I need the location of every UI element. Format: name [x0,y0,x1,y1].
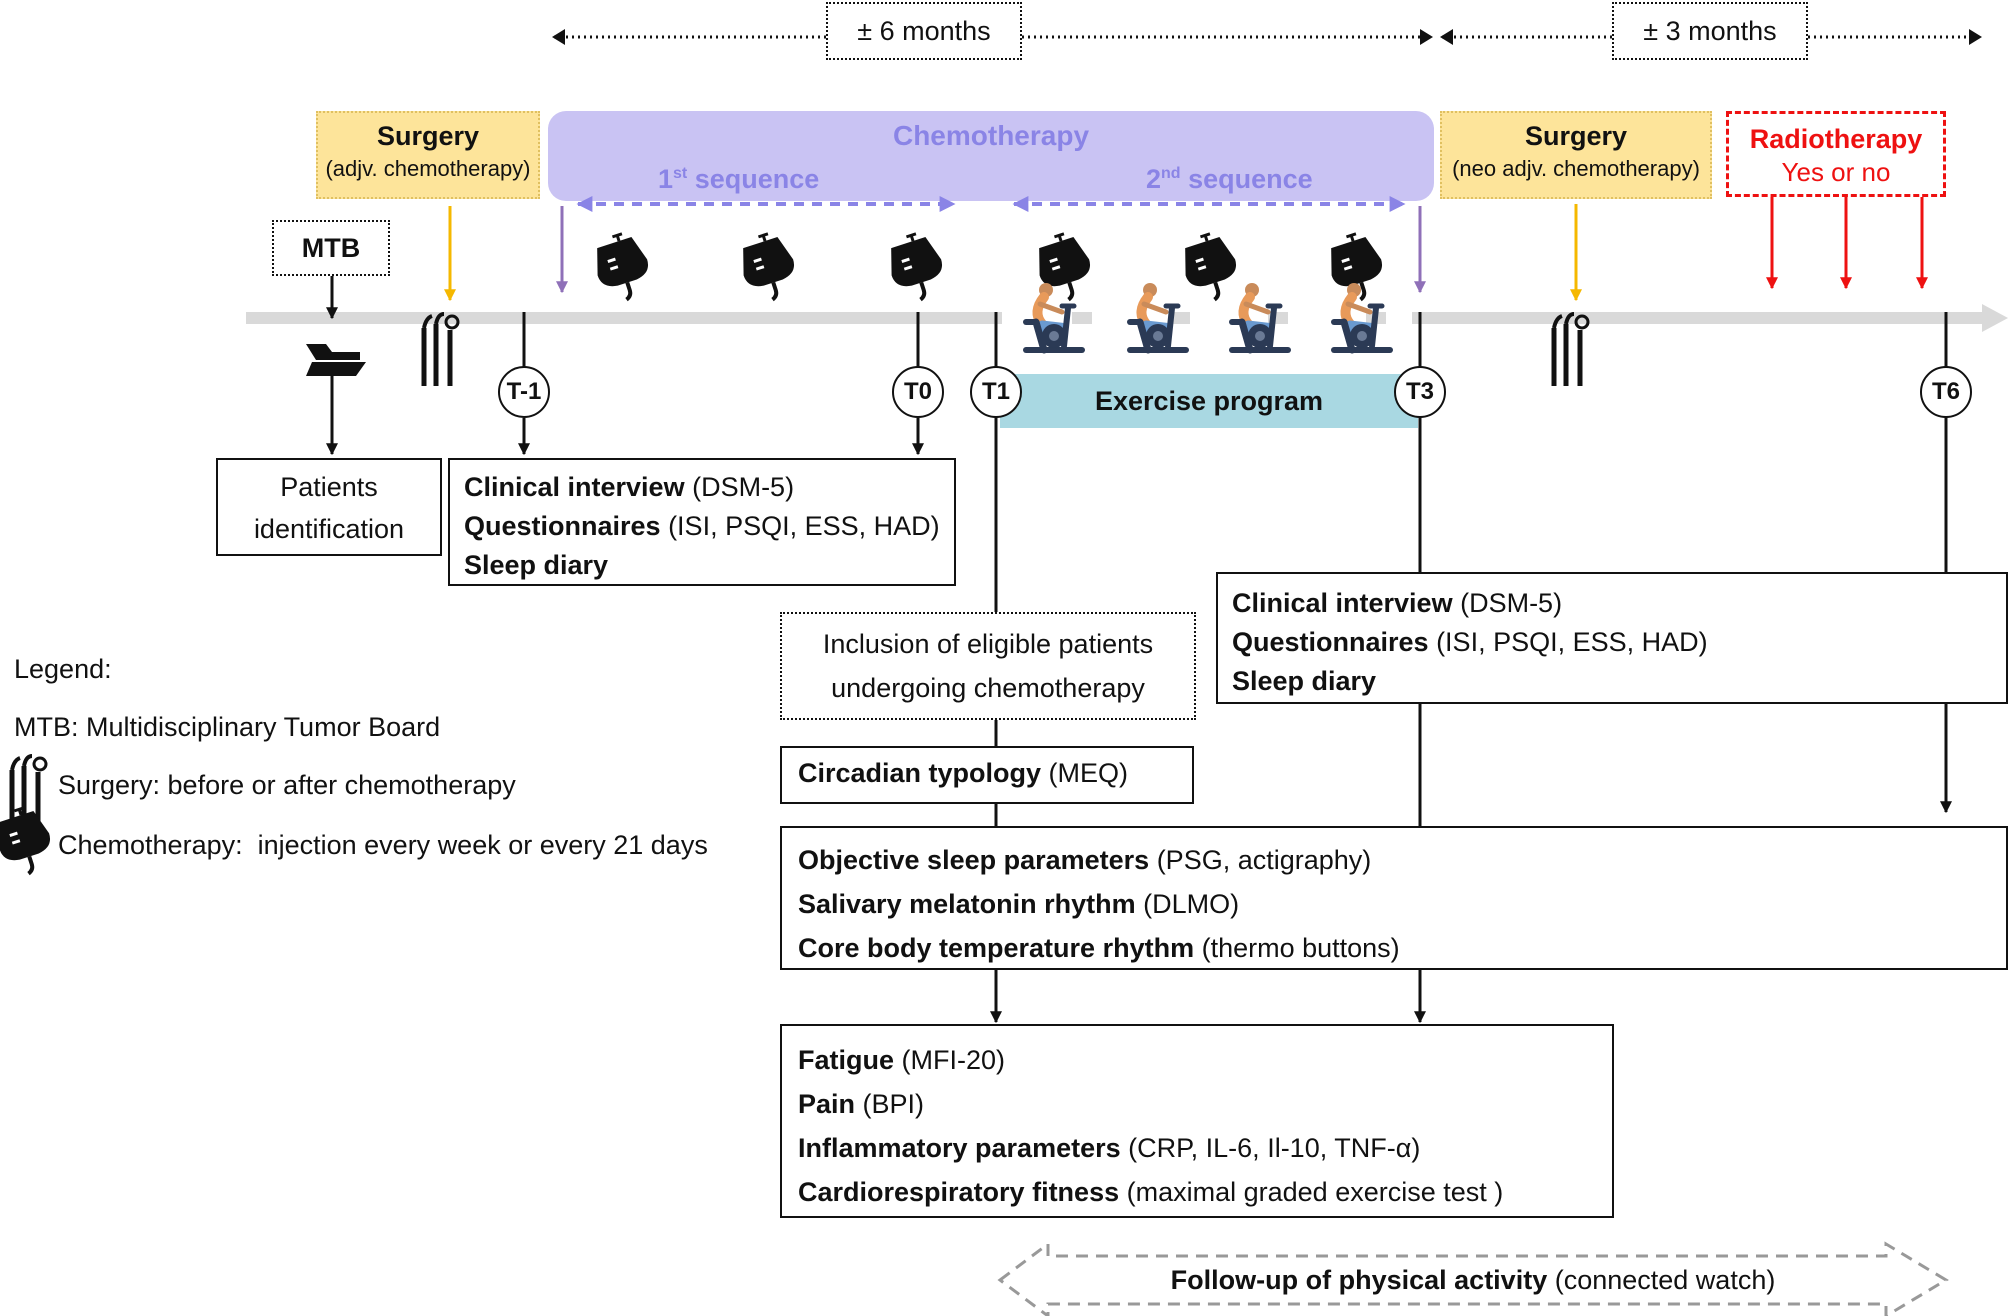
timepoint-t1: T1 [970,366,1022,418]
legend-surgery: Surgery: before or after chemotherapy [58,770,516,800]
objective-sleep-box: Objective sleep parameters (PSG, actigra… [780,826,2008,970]
radiotherapy-box: Radiotherapy Yes or no [1726,111,1946,197]
exercise-program-label: Exercise program [1094,385,1324,416]
surgery-adjuvant-box: Surgery (adjv. chemotherapy) [316,111,540,199]
chemo-bag-icon [1173,226,1247,308]
baseline-line-sleep-diary: Sleep diary [464,550,609,580]
three-months-label: ± 3 months [1612,2,1808,60]
physiological-outcomes-box: Fatigue (MFI-20) Pain (BPI) Inflammatory… [780,1024,1614,1218]
chemo-bag-icon [585,226,659,308]
outcome-line-fatigue: Fatigue (MFI-20) [798,1045,1006,1075]
folder-icon [306,344,366,376]
outcome-line-fitness: Cardiorespiratory fitness (maximal grade… [798,1177,1504,1207]
timepoint-t0: T0 [892,366,944,418]
six-months-label: ± 6 months [826,2,1022,60]
radiotherapy-sub: Yes or no [1781,157,1891,187]
objective-line-sleep: Objective sleep parameters (PSG, actigra… [798,845,1372,875]
patients-identification-line2: identification [253,514,405,544]
surgery-neoadjuvant-sub: (neo adjv. chemotherapy) [1452,156,1700,181]
radiotherapy-title: Radiotherapy [1749,124,1923,154]
chemo-bag-icon [731,226,805,308]
exercise-program-bar [1000,374,1418,428]
chemo-bag-icon [879,226,953,308]
surgery-adjuvant-title: Surgery [376,121,480,151]
followup-activity-label: Follow-up of physical activity (connecte… [1170,1264,1776,1295]
timeline-arrowhead [1982,304,2008,332]
surgical-tools-icon [424,314,458,386]
patients-identification-box: Patients identification [216,458,442,556]
objective-line-temperature: Core body temperature rhythm (thermo but… [798,933,1400,963]
outcome-line-pain: Pain (BPI) [798,1089,925,1119]
timepoint-t6: T6 [1920,366,1972,418]
objective-line-melatonin: Salivary melatonin rhythm (DLMO) [798,889,1240,919]
inclusion-line1: Inclusion of eligible patients [822,629,1154,659]
outcome-line-inflammatory: Inflammatory parameters (CRP, IL-6, Il-1… [798,1133,1421,1163]
legend-chemo: Chemotherapy: injection every week or ev… [58,830,708,860]
timepoint-t3: T3 [1394,366,1446,418]
patients-identification-line1: Patients [280,472,378,502]
inclusion-line2: undergoing chemotherapy [831,673,1145,703]
chemotherapy-banner [548,111,1434,201]
followup-line-sleep-diary: Sleep diary [1232,666,1377,696]
baseline-line-clinical: Clinical interview (DSM-5) [464,472,795,502]
surgical-tools-icon [1554,314,1588,386]
followup-line-questionnaires: Questionnaires (ISI, PSQI, ESS, HAD) [1232,627,1708,657]
chemo-sequence-2-label: 2nd sequence [1146,164,1313,194]
followup-line-clinical: Clinical interview (DSM-5) [1232,588,1563,618]
chemo-sequence-1-label: 1st sequence [658,164,820,194]
legend-title: Legend: [14,654,112,684]
legend-mtb: MTB: Multidisciplinary Tumor Board [14,712,441,742]
chemotherapy-title: Chemotherapy [892,120,1090,151]
circadian-typology-box: Circadian typology (MEQ) [780,746,1194,804]
followup-arrow [997,1241,1949,1316]
inclusion-box: Inclusion of eligible patients undergoin… [780,612,1196,720]
timepoint-t-minus-1: T-1 [498,366,550,418]
baseline-assessment-box: Clinical interview (DSM-5) Questionnaire… [448,458,956,586]
legend-chemo-bag-icon [0,800,61,882]
followup-assessment-box: Clinical interview (DSM-5) Questionnaire… [1216,572,2008,704]
surgery-neoadjuvant-title: Surgery [1524,121,1628,151]
circadian-line: Circadian typology (MEQ) [798,758,1129,788]
surgery-adjuvant-sub: (adjv. chemotherapy) [325,156,531,181]
baseline-line-questionnaires: Questionnaires (ISI, PSQI, ESS, HAD) [464,511,940,541]
mtb-label: MTB [272,220,390,276]
surgery-neoadjuvant-box: Surgery (neo adjv. chemotherapy) [1440,111,1712,199]
